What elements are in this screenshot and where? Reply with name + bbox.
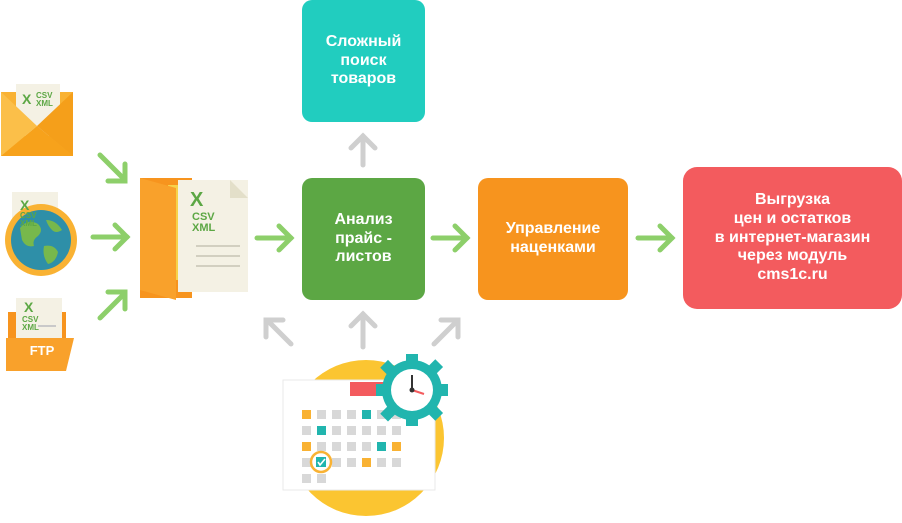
email-envelope-icon: [1, 84, 73, 156]
arrow-analysis-to-markup: [430, 223, 471, 253]
file-format-label-globe: CSV XML: [20, 211, 37, 228]
arrow-globe-to-folder: [90, 222, 131, 252]
arrow-analysis-to-search: [348, 132, 378, 168]
arrow-calendar-to-analysis-left: [263, 317, 294, 347]
arrow-ftp-to-folder: [97, 289, 128, 321]
file-format-label-ftp: CSV XML: [22, 315, 39, 332]
arrow-markup-to-export: [635, 223, 676, 253]
file-format-label-envelope: CSV XML: [36, 91, 53, 108]
node-export-to-store: Выгрузка цен и остатков в интернет-магаз…: [683, 167, 902, 309]
arrow-envelope-to-folder: [97, 152, 128, 184]
node-pricelist-analysis: Анализ прайс - листов: [302, 178, 425, 300]
excel-mark-ftp: X: [24, 299, 34, 315]
globe-file-icon: [5, 192, 77, 276]
file-format-label-folder: CSV XML: [192, 211, 216, 234]
excel-mark-envelope: X: [22, 91, 32, 107]
arrow-calendar-to-analysis-right: [431, 317, 461, 347]
arrow-folder-to-analysis: [254, 223, 295, 253]
node-product-search: Сложный поиск товаров: [302, 0, 425, 122]
excel-mark-folder: X: [190, 189, 204, 211]
clock-gear-icon: [376, 354, 448, 426]
ftp-label: FTP: [29, 343, 55, 358]
excel-mark-globe: X: [20, 197, 30, 213]
node-markup-management: Управление наценками: [478, 178, 628, 300]
arrow-calendar-to-analysis-center: [348, 310, 378, 350]
ftp-folder-icon: [6, 298, 74, 371]
folder-documents-icon: [140, 178, 248, 300]
